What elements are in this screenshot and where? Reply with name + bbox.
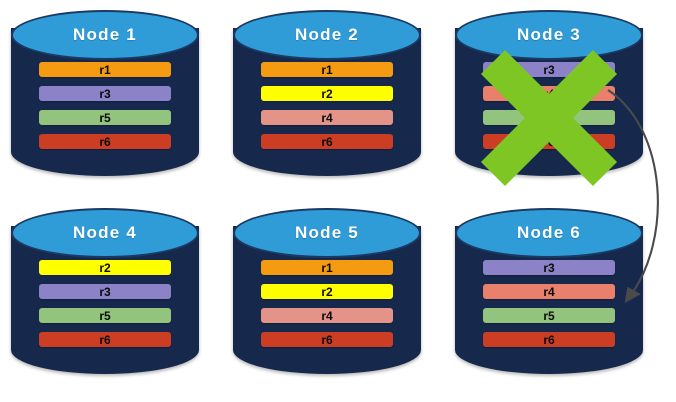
record-bar[interactable]: r1 xyxy=(39,62,171,77)
record-bar[interactable]: r5 xyxy=(39,110,171,125)
record-list: r3 r4 r5 r6 xyxy=(483,62,615,149)
record-bar[interactable]: r2 xyxy=(261,86,393,101)
record-bar[interactable]: r1 xyxy=(261,260,393,275)
record-bar[interactable]: r6 xyxy=(39,134,171,149)
database-node-4[interactable]: r2 r3 r5 r6 Node 4 xyxy=(11,208,199,383)
database-node-1[interactable]: r1 r3 r5 r6 Node 1 xyxy=(11,10,199,185)
record-list: r1 r2 r4 r6 xyxy=(261,260,393,347)
node-title: Node 6 xyxy=(517,223,581,242)
node-title: Node 4 xyxy=(73,223,137,242)
cylinder-top: Node 1 xyxy=(11,10,199,60)
record-bar[interactable]: r5 xyxy=(39,308,171,323)
record-bar[interactable]: r4 xyxy=(483,284,615,299)
cylinder-top: Node 4 xyxy=(11,208,199,258)
record-bar[interactable]: r6 xyxy=(39,332,171,347)
record-bar[interactable]: r5 xyxy=(483,308,615,323)
record-bar[interactable]: r2 xyxy=(39,260,171,275)
node-title: Node 1 xyxy=(73,25,137,44)
record-bar[interactable]: r3 xyxy=(483,62,615,77)
record-bar[interactable]: r3 xyxy=(39,284,171,299)
record-list: r1 r3 r5 r6 xyxy=(39,62,171,149)
node-title: Node 5 xyxy=(295,223,359,242)
record-bar[interactable]: r2 xyxy=(261,284,393,299)
record-bar[interactable]: r6 xyxy=(261,134,393,149)
record-list: r2 r3 r5 r6 xyxy=(39,260,171,347)
record-bar[interactable]: r3 xyxy=(483,260,615,275)
cylinder-top: Node 2 xyxy=(233,10,421,60)
database-node-3[interactable]: r3 r4 r5 r6 Node 3 xyxy=(455,10,643,187)
database-node-2[interactable]: r1 r2 r4 r6 Node 2 xyxy=(233,10,421,185)
record-list: r3 r4 r5 r6 xyxy=(483,260,615,347)
node-title: Node 2 xyxy=(295,25,359,44)
cylinder-top: Node 3 xyxy=(455,10,643,60)
record-bar[interactable]: r6 xyxy=(483,134,615,149)
database-node-5[interactable]: r1 r2 r4 r6 Node 5 xyxy=(233,208,421,383)
record-list: r1 r2 r4 r6 xyxy=(261,62,393,149)
record-bar[interactable]: r4 xyxy=(261,110,393,125)
node-title: Node 3 xyxy=(517,25,581,44)
record-bar[interactable]: r6 xyxy=(261,332,393,347)
record-bar[interactable]: r5 xyxy=(483,110,615,125)
record-bar[interactable]: r4 xyxy=(483,86,615,101)
cylinder-top: Node 5 xyxy=(233,208,421,258)
record-bar[interactable]: r6 xyxy=(483,332,615,347)
record-bar[interactable]: r4 xyxy=(261,308,393,323)
cylinder-top: Node 6 xyxy=(455,208,643,258)
record-bar[interactable]: r1 xyxy=(261,62,393,77)
database-node-6[interactable]: r3 r4 r5 r6 Node 6 xyxy=(455,208,643,383)
record-bar[interactable]: r3 xyxy=(39,86,171,101)
